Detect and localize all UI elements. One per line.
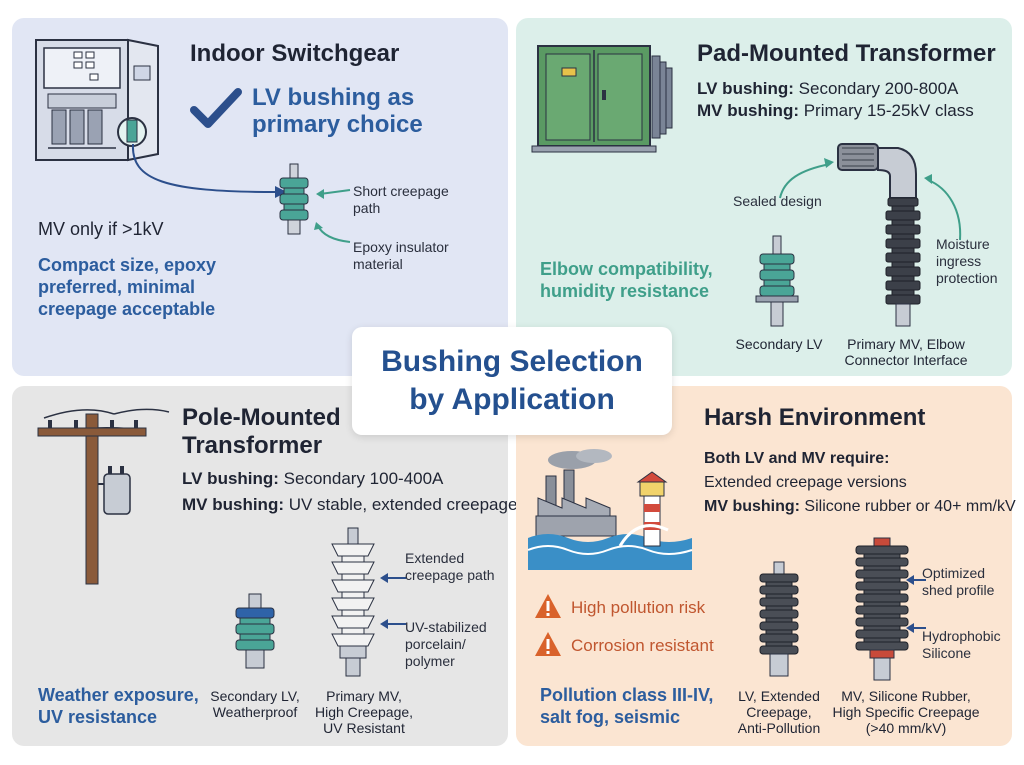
- center-title-line1: Bushing Selection: [381, 345, 643, 378]
- porcelain-bushing-icon: [331, 527, 375, 677]
- warning-corrosion: Corrosion resistant: [571, 636, 714, 655]
- indoor-primary-line2: primary choice: [252, 111, 423, 138]
- harsh-title: Harsh Environment: [704, 404, 926, 431]
- pole-lv-caption: Secondary LV,Weatherproof: [210, 688, 300, 720]
- harsh-req-line2: Extended creepage versions: [704, 474, 907, 491]
- mv-only-note: MV only if >1kV: [38, 219, 164, 239]
- elbow-bushing-icon: [837, 143, 921, 327]
- pointer-arrow-icon: [131, 143, 287, 198]
- factory-coast-icon: [527, 449, 693, 570]
- indoor-title: Indoor Switchgear: [190, 40, 400, 67]
- pole-lv-line: LV bushing: Secondary 100-400A: [182, 469, 444, 488]
- switchgear-cabinet-icon: [35, 38, 159, 162]
- label-arrows-harsh: [906, 575, 926, 633]
- pad-mv-line: MV bushing: Primary 15-25kV class: [697, 101, 974, 120]
- sealed-design-label: Sealed design: [733, 193, 822, 209]
- anti-pollution-bushing-icon: [759, 561, 799, 677]
- epoxy-bushing-icon: [279, 163, 309, 235]
- label-arrows-indoor: [314, 189, 351, 243]
- harsh-req-line1: Both LV and MV require:: [704, 450, 890, 467]
- harsh-mv-caption: MV, Silicone Rubber,High Specific Creepa…: [832, 688, 980, 736]
- warning-icon: [535, 594, 561, 618]
- warning-pollution: High pollution risk: [571, 598, 706, 617]
- weatherproof-bushing-icon: [235, 593, 275, 669]
- pole-mv-caption: Primary MV,High Creepage,UV Resistant: [314, 688, 414, 736]
- silicone-bushing-icon: [855, 537, 909, 681]
- pad-lv-line: LV bushing: Secondary 200-800A: [697, 79, 959, 98]
- pad-lv-bushing-icon: [755, 235, 799, 327]
- harsh-mv-line: MV bushing: Silicone rubber or 40+ mm/kV: [704, 498, 1016, 515]
- pad-lv-caption: Secondary LV: [735, 336, 823, 352]
- pad-transformer-icon: [531, 45, 673, 153]
- pole-mv-line: MV bushing: UV stable, extended creepage: [182, 495, 518, 514]
- warning-icon: [535, 632, 561, 656]
- pad-title: Pad-Mounted Transformer: [697, 40, 996, 67]
- center-title-box: Bushing Selection by Application: [352, 327, 672, 435]
- label-arrows-pole: [380, 573, 406, 629]
- indoor-primary-line1: LV bushing as: [252, 84, 415, 111]
- pole-summary: Weather exposure,UV resistance: [38, 685, 199, 727]
- check-icon: [190, 88, 242, 128]
- pad-summary: Elbow compatibility,humidity resistance: [540, 259, 713, 301]
- label-arrows-pad: [779, 158, 962, 241]
- center-title-line2: by Application: [409, 383, 615, 416]
- utility-pole-icon: [37, 408, 170, 585]
- harsh-summary: Pollution class III-IV,salt fog, seismic: [540, 685, 714, 727]
- indoor-primary-choice: LV bushing as primary choice: [252, 84, 423, 138]
